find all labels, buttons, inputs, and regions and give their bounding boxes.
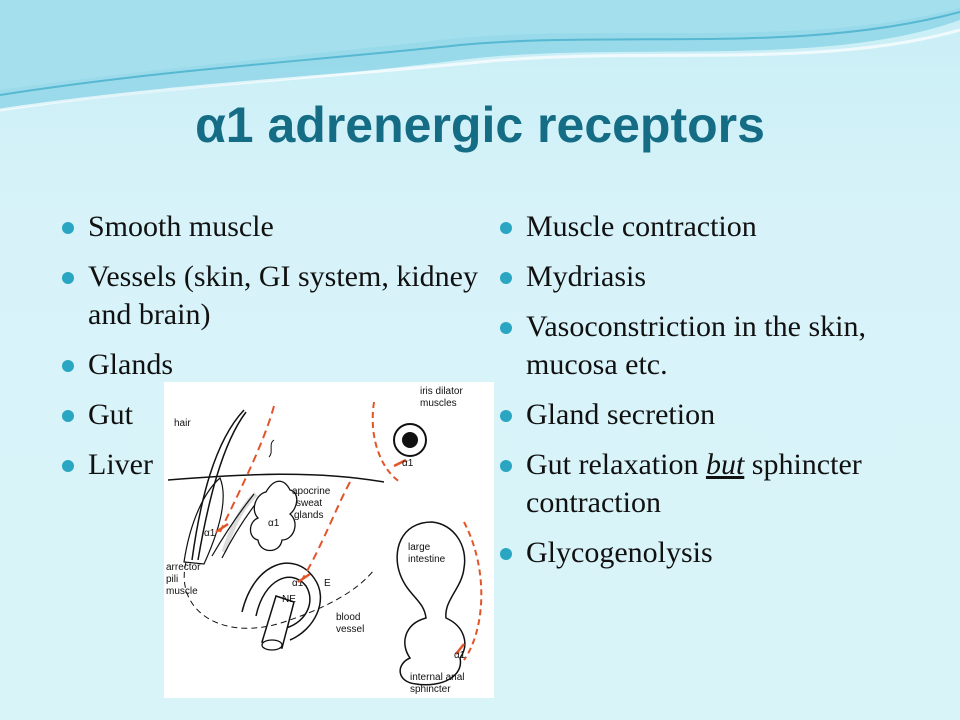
label-internal-anal: internal anal	[410, 672, 464, 683]
emphasis-text: but	[705, 448, 745, 481]
label-blood: blood	[336, 612, 360, 623]
header-wave-decoration	[0, 0, 960, 112]
label-muscles: muscles	[420, 398, 457, 409]
label-muscle: muscle	[166, 586, 198, 597]
label-arrector: arrector	[166, 562, 201, 573]
list-item: Gland secretion	[500, 396, 940, 434]
list-item: Gut	[62, 396, 482, 434]
list-item: Vasoconstriction in the skin, mucosa etc…	[500, 308, 940, 384]
text-segment: Gut relaxation	[526, 448, 706, 481]
text-segment: sphincter contraction	[526, 448, 862, 519]
slide-title: α1 adrenergic receptors	[195, 97, 765, 153]
label-sweat: sweat	[296, 498, 322, 509]
list-item: Mydriasis	[500, 258, 940, 296]
label-pili: pili	[166, 574, 178, 585]
list-item: Vessels (skin, GI system, kidney and bra…	[62, 258, 482, 334]
label-sphincter: sphincter	[410, 684, 451, 695]
label-alpha1: α1	[454, 650, 466, 661]
label-large: large	[408, 542, 431, 553]
label-e: E	[324, 578, 331, 589]
list-item: Liver	[62, 446, 482, 484]
left-bullet-list: Smooth muscle Vessels (skin, GI system, …	[62, 208, 482, 496]
label-ne: NE	[282, 594, 296, 605]
right-bullet-list: Muscle contraction Mydriasis Vasoconstri…	[500, 208, 940, 584]
label-alpha1: α1	[292, 578, 304, 589]
label-alpha1: α1	[268, 518, 280, 529]
label-apocrine: apocrine	[292, 486, 331, 497]
label-iris-dilator: iris dilator	[420, 386, 463, 397]
label-glands: glands	[294, 510, 323, 521]
label-hair: hair	[174, 418, 191, 429]
label-alpha1: α1	[204, 528, 216, 539]
label-vessel: vessel	[336, 624, 364, 635]
list-item: Glands	[62, 346, 482, 384]
list-item: Smooth muscle	[62, 208, 482, 246]
label-alpha1: α1	[402, 458, 414, 469]
list-item: Gut relaxation but sphincter contraction	[500, 446, 940, 522]
list-item: Glycogenolysis	[500, 534, 940, 572]
label-intestine: intestine	[408, 554, 446, 565]
list-item: Muscle contraction	[500, 208, 940, 246]
alpha1-diagram: hair α1 arrector pili muscle α1 apocrine…	[164, 382, 494, 698]
